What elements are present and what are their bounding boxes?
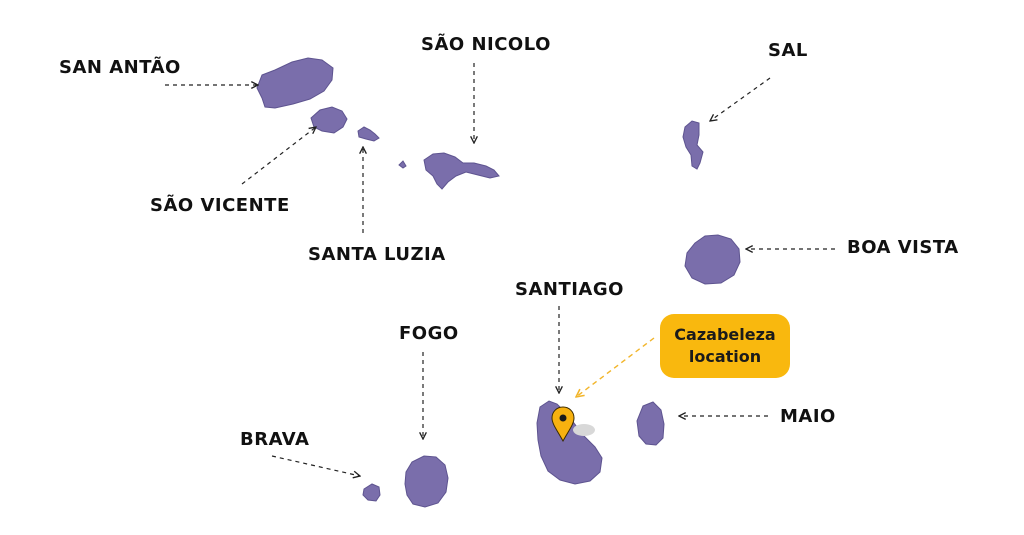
label-san-antao: SAN ANTÃO [59, 57, 181, 78]
island-maio [636, 401, 665, 446]
pin-shadow [573, 424, 595, 436]
label-maio: MAIO [780, 406, 836, 427]
arrow-brava [271, 455, 360, 476]
island-fogo [404, 455, 449, 508]
map-pin-icon [551, 406, 575, 443]
label-fogo: FOGO [399, 323, 459, 344]
island-boa-vista [684, 234, 741, 285]
island-brava [362, 483, 381, 502]
label-santa-luzia: SANTA LUZIA [308, 244, 446, 265]
callout-line-2: location [688, 347, 762, 366]
callout-line-1: Cazabeleza [674, 325, 776, 344]
label-sao-vicente: SÃO VICENTE [150, 195, 290, 216]
label-sal: SAL [768, 40, 808, 61]
island-sal [682, 120, 704, 170]
label-boa-vista: BOA VISTA [847, 237, 959, 258]
label-santiago: SANTIAGO [515, 279, 624, 300]
island-santa-luzia [357, 126, 380, 142]
arrow-callout [576, 337, 655, 397]
label-brava: BRAVA [240, 429, 310, 450]
label-sao-nicolau: SÃO NICOLO [421, 34, 551, 55]
cazabeleza-location-callout: Cazabeleza location [660, 314, 790, 378]
island-islet-small [398, 160, 407, 169]
arrow-sal [710, 77, 771, 121]
island-sao-nicolau [423, 152, 500, 190]
island-sao-vicente [310, 106, 348, 134]
arrow-sao-vicente [241, 127, 316, 185]
island-san-antao [256, 57, 334, 109]
